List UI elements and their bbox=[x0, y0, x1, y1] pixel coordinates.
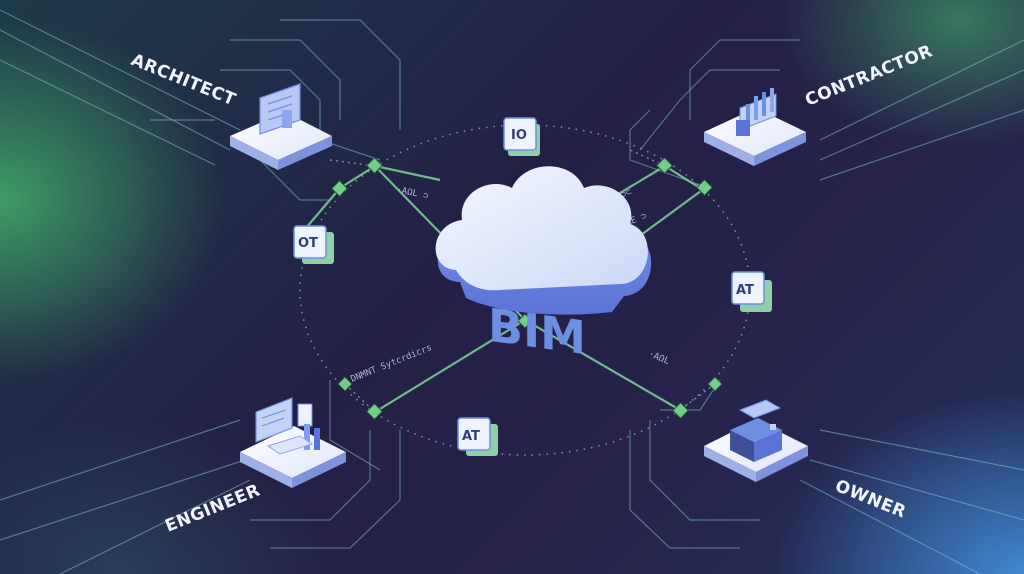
link-text-top-left: ·AΩL ⊃ bbox=[395, 185, 429, 202]
blueprint-icon bbox=[259, 83, 301, 135]
workstation-icon bbox=[255, 397, 320, 455]
owner-platform bbox=[704, 399, 808, 482]
role-label-contractor: CONTRACTOR bbox=[802, 41, 935, 110]
badge-bottom-label: AT bbox=[462, 429, 480, 444]
badge-left: OT bbox=[293, 225, 334, 264]
node bbox=[517, 313, 533, 329]
node bbox=[696, 179, 713, 196]
role-label-owner: OWNER bbox=[832, 476, 909, 523]
node bbox=[331, 180, 348, 197]
node bbox=[366, 157, 383, 174]
badge-right: AT bbox=[731, 271, 772, 312]
node bbox=[656, 157, 673, 174]
contractor-platform bbox=[704, 88, 806, 166]
nodes bbox=[331, 157, 723, 420]
cloud-body bbox=[435, 166, 648, 291]
node bbox=[672, 402, 689, 419]
node bbox=[366, 403, 383, 420]
role-label-engineer: ENGINEER bbox=[162, 480, 263, 536]
bim-cloud: BIM bbox=[435, 166, 652, 365]
link-text-bottom-left: DNMNT Sytcrdicrs bbox=[349, 343, 433, 385]
badge-bottom: AT bbox=[457, 417, 498, 456]
link-text-bottom-right: ·AΩL bbox=[647, 350, 671, 367]
badge-right-label: AT bbox=[736, 283, 754, 298]
architect-platform bbox=[230, 83, 332, 170]
badge-top-label: IO bbox=[511, 128, 527, 143]
node bbox=[707, 376, 723, 392]
node bbox=[337, 376, 353, 392]
building-icon bbox=[730, 399, 782, 462]
bar-chart-icon bbox=[736, 88, 777, 136]
engineer-platform bbox=[240, 397, 346, 488]
badge-top: IO bbox=[503, 117, 540, 156]
badge-left-label: OT bbox=[298, 236, 318, 251]
